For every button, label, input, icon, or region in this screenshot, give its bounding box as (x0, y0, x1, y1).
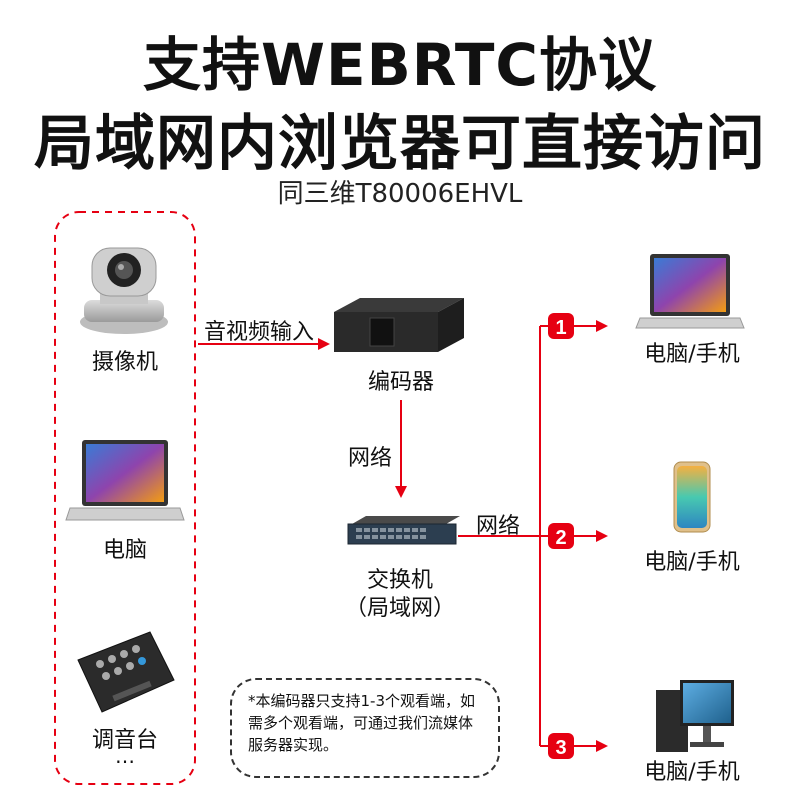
laptop-icon (65, 440, 185, 521)
note-box: *本编码器只支持1-3个观看端，如需多个观看端，可通过我们流媒体服务器实现。 (230, 678, 500, 778)
output-label-2: 电脑/手机 (644, 550, 740, 575)
svg-text:2: 2 (555, 527, 566, 549)
av-input-label: 音视频输入 (204, 320, 315, 345)
badge-1: 1 (548, 313, 574, 339)
svg-text:1: 1 (555, 317, 566, 339)
badge-2: 2 (548, 523, 574, 549)
network-label-1: 网络 (348, 446, 393, 471)
switch-icon (347, 516, 460, 545)
encoder-label: 编码器 (367, 370, 434, 395)
more-label: … (115, 744, 135, 768)
phone-icon (673, 461, 711, 533)
output-label-1: 电脑/手机 (644, 342, 740, 367)
desktop-icon (656, 680, 734, 752)
note-text: *本编码器只支持1-3个观看端，如需多个观看端，可通过我们流媒体服务器实现。 (248, 692, 476, 754)
camera-icon (80, 247, 168, 334)
encoder-icon (334, 298, 464, 352)
mixer-icon (77, 631, 175, 713)
output-label-3: 电脑/手机 (644, 760, 740, 785)
subtitle: 同三维T80006EHVL (277, 179, 523, 209)
mixer-label: 调音台 (91, 728, 158, 753)
badge-3: 3 (548, 733, 574, 759)
camera-label: 摄像机 (91, 350, 158, 375)
laptop-output-icon (635, 254, 745, 329)
switch-sublabel: （局域网） (344, 596, 455, 621)
laptop-label: 电脑 (102, 538, 147, 563)
title-line-2: 局域网内浏览器可直接访问 (34, 109, 766, 179)
svg-text:3: 3 (555, 737, 566, 759)
source-group-frame (54, 211, 196, 785)
title-line-1: 支持WEBRTC协议 (143, 31, 657, 99)
network-label-2: 网络 (476, 514, 521, 539)
switch-label: 交换机 (366, 568, 433, 593)
